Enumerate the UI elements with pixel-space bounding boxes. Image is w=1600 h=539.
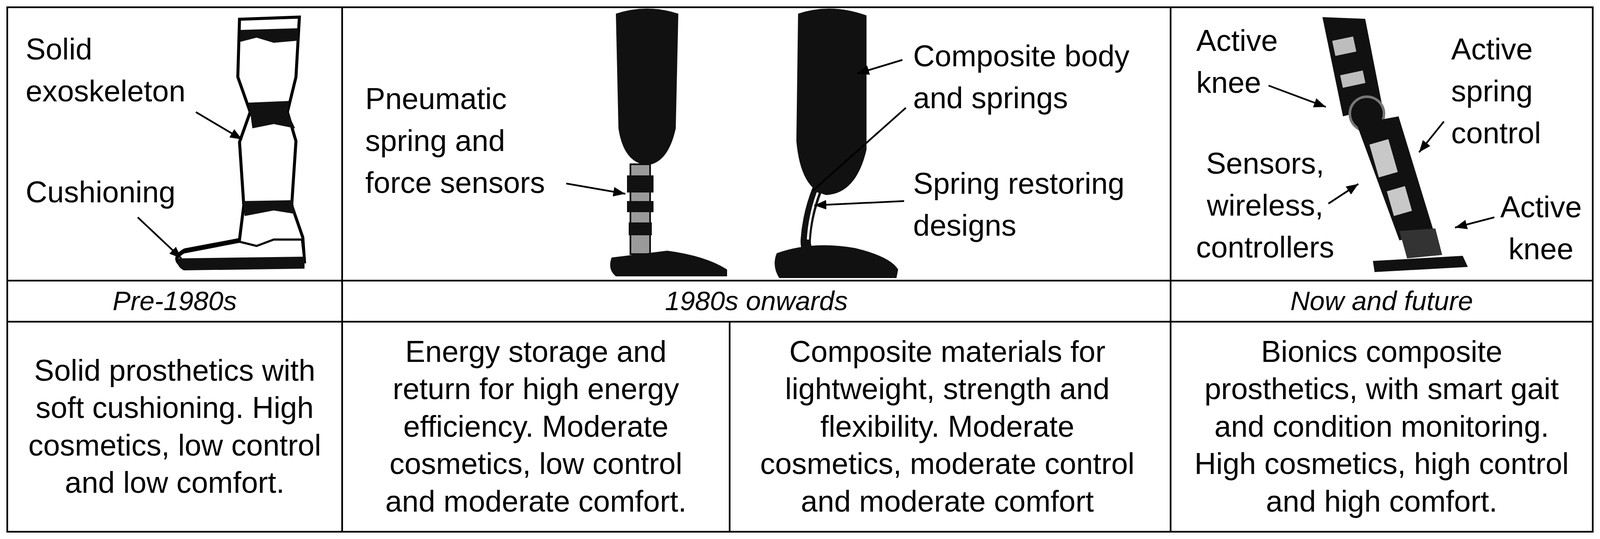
callout-box: Composite body and springs: [913, 35, 1153, 119]
socket: [615, 8, 679, 166]
sensor: [628, 222, 652, 236]
socket: [796, 8, 867, 196]
frame-detail: [1339, 70, 1366, 89]
table-border: [7, 7, 1593, 532]
callout-box: Pneumatic spring and force sensors: [365, 77, 558, 204]
column-rule: [341, 7, 344, 532]
leader-arrow: [1455, 217, 1495, 228]
period-heading: Pre-1980s: [112, 284, 237, 318]
callout-label: Active knee: [1498, 186, 1584, 270]
callout-label: Composite body and springs: [913, 35, 1153, 119]
leader-line: [812, 107, 906, 191]
leader-arrow: [566, 183, 626, 194]
table-cell: Composite materials for lightweight, str…: [748, 333, 1147, 521]
cell-box: Energy storage and return for high energ…: [343, 322, 729, 531]
callout-box: Solid exoskeleton: [25, 28, 206, 113]
table-cell: Solid prosthetics with soft cushioning. …: [12, 351, 338, 502]
spring-module: [1369, 139, 1398, 178]
table-grid: [7, 7, 1593, 532]
solid-prosthesis: [176, 17, 305, 271]
leader-arrow: [857, 59, 903, 74]
callout-box: Cushioning: [25, 171, 206, 213]
cell-box: Composite materials for lightweight, str…: [730, 322, 1165, 531]
period-heading: Now and future: [1290, 284, 1473, 318]
cell-box: Bionics composite prosthetics, with smar…: [1171, 322, 1592, 531]
ankle-band: [242, 200, 296, 216]
pneumatic-prosthesis: [610, 8, 728, 277]
column-rule: [1169, 7, 1172, 532]
foot: [610, 250, 728, 277]
cushion-sole: [177, 256, 305, 271]
leg-outline: [176, 17, 305, 265]
bionic-prosthesis: [1322, 17, 1468, 273]
period-heading: 1980s onwards: [665, 284, 848, 318]
column-rule: [728, 321, 731, 532]
leader-arrow: [137, 217, 182, 259]
callout-label: Active spring control: [1451, 28, 1559, 154]
row-rule: [7, 279, 1593, 282]
leader-arrow: [1328, 183, 1359, 204]
leader-arrow: [195, 112, 243, 140]
callout-label: Sensors, wireless, controllers: [1192, 142, 1338, 269]
frame-detail: [1332, 36, 1357, 57]
sensor-module: [1387, 186, 1413, 216]
cell-box: 1980s onwards: [343, 281, 1170, 321]
table-cell: Energy storage and return for high energ…: [366, 333, 705, 521]
foot: [774, 245, 899, 279]
foot-plate: [1372, 255, 1468, 273]
cylinder: [626, 201, 654, 213]
cell-box: Solid prosthetics with soft cushioning. …: [8, 322, 342, 531]
cell-box: Pre-1980s: [8, 281, 342, 321]
callout-label: Spring restoring designs: [913, 162, 1145, 247]
shank-frame: [1356, 116, 1434, 241]
row-rule: [7, 320, 1593, 323]
leader-arrow: [1268, 85, 1326, 107]
knee-band: [248, 100, 296, 129]
callout-box: Active spring control: [1451, 28, 1559, 154]
callout-box: Sensors, wireless, controllers: [1192, 142, 1338, 269]
callout-label: Active knee: [1196, 19, 1299, 104]
blade-highlight: [807, 192, 818, 240]
leader-arrow: [814, 201, 905, 206]
table-cell: Bionics composite prosthetics, with smar…: [1187, 333, 1577, 521]
callout-box: Spring restoring designs: [913, 162, 1145, 247]
callout-label: Cushioning: [25, 171, 206, 213]
callout-box: Active knee: [1498, 186, 1584, 270]
leg-band: [239, 28, 299, 43]
cell-box: Now and future: [1171, 281, 1592, 321]
callout-label: Pneumatic spring and force sensors: [365, 77, 558, 204]
callout-box: Active knee: [1196, 19, 1299, 104]
leader-arrow: [1419, 121, 1444, 153]
cylinder: [626, 175, 654, 193]
composite-prosthesis: [774, 8, 899, 279]
callout-label: Solid exoskeleton: [25, 28, 206, 113]
ankle-actuator: [1399, 228, 1443, 259]
